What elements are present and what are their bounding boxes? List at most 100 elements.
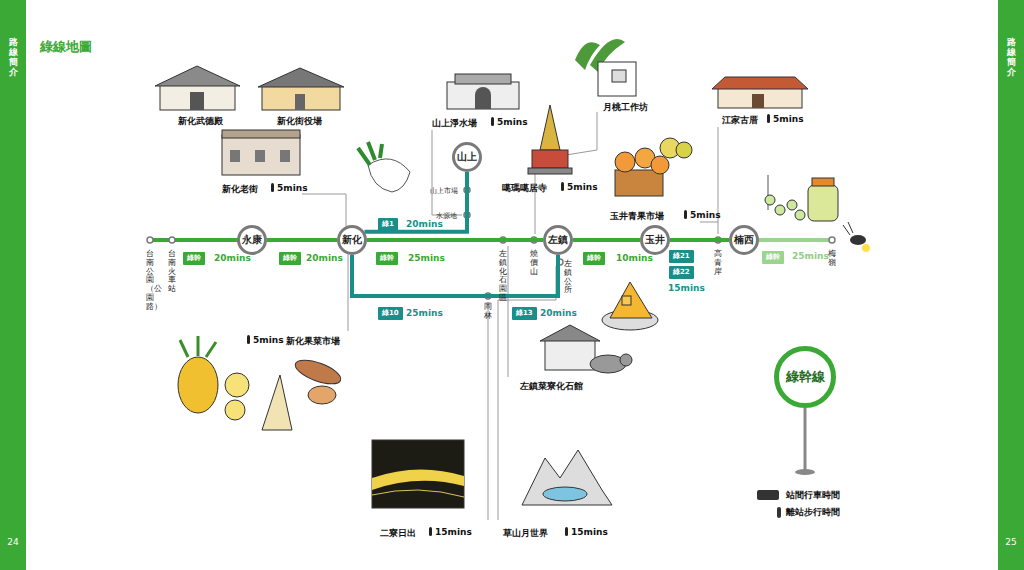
temple [528,105,572,174]
temple [540,105,560,150]
stop-name: 梅嶺 [828,250,836,268]
firefly [843,222,853,235]
fossil-museum [620,354,632,366]
ride-time: 20mins [406,219,443,229]
wude-hall [160,85,235,110]
old-street [222,130,300,138]
leader-line [348,254,349,331]
route-sign: 綠幹線 [774,346,836,408]
walk-sample [777,507,781,518]
plums-jar [787,200,797,210]
route-segment [364,172,467,232]
jiang-house [712,77,808,89]
bus-icon: 綠22 [669,266,694,279]
attraction-name: 新化果菜市場 [286,335,340,348]
jiang-house [718,88,802,108]
attraction-name: 左鎮菜寮化石館 [520,380,583,393]
fossil-museum [540,325,600,341]
station-name: 綠幹線 [786,368,825,386]
plums-jar [765,175,838,221]
bus-sample [757,490,779,500]
water-plant [447,82,519,109]
bus-icon: 綠幹 [279,252,301,265]
attraction-name: 玉井青果市場 [610,210,664,223]
stop-name: 岡林 [484,303,492,321]
fossil-museum [545,340,595,370]
sign-pole [795,469,815,475]
walk-time: 15mins [565,527,608,537]
stop-dot [169,237,175,243]
radish [358,142,382,165]
produce [262,375,292,430]
page-number: 24 [7,537,18,547]
stop-name: 高青岸 [714,250,722,276]
attraction-name: 新化街役場 [277,115,322,128]
old-street [222,130,300,175]
stop-name: 左鎮公所 [564,260,572,295]
temple [532,150,568,168]
street-office [258,68,344,87]
wude-hall [155,66,240,86]
side-tab: 路線簡介 [1007,38,1016,78]
station-circle: 左鎮 [543,225,573,255]
ride-time: 20mins [540,308,577,318]
water-plant [455,74,511,84]
fruit-basket [676,142,692,158]
temple [528,168,572,174]
stop-name: 台南火車站 [168,250,176,294]
walk-time: 5mins [767,114,804,124]
ride-time: 25mins [408,253,445,263]
attraction-name: 草山月世界 [503,527,548,540]
fruit-basket [615,152,635,172]
route-line [755,238,832,242]
stop-name: 山上市場 [430,186,458,196]
walk-time: 15mins [429,527,472,537]
walk-time: 5mins [247,335,284,345]
route-segment [670,238,729,242]
mango-ice [622,296,631,305]
ride-time: 25mins [406,308,443,318]
plums-jar [812,178,834,186]
station-name: 永康 [242,234,262,247]
moon-world [543,487,587,501]
stop-dot [829,237,835,243]
plums-jar [775,205,785,215]
page-number: 25 [1005,537,1016,547]
walk-time: 5mins [271,183,308,193]
station-circle: 永康 [237,225,267,255]
old-street [230,150,240,162]
leader-line [432,130,462,215]
route-segment [573,238,640,242]
water-plant [447,74,519,109]
fruit-basket [651,156,669,174]
shell-ginger [575,39,636,96]
produce [178,336,344,430]
bus-icon: 綠幹 [762,251,784,264]
bus-icon: 綠1 [378,218,398,231]
attraction-name: 山上淨水場 [432,117,477,130]
side-bar [998,0,1024,570]
old-street [255,150,265,162]
route-line [150,238,241,242]
leader-line [488,302,489,520]
shell-ginger [612,70,626,82]
shell-ginger [598,62,636,96]
route-segment [267,238,337,242]
station-name: 新化 [342,234,362,247]
plums-jar [795,210,805,220]
walk-time: 5mins [491,117,528,127]
station-name: 玉井 [645,234,665,247]
produce [225,373,249,397]
ride-time: 10mins [616,253,653,263]
street-office [258,68,344,110]
legend-text: 站間行車時間 [786,489,840,502]
leader-line [302,194,346,226]
firefly [850,235,866,245]
old-street [280,150,290,162]
water-plant [475,87,491,109]
ride-time: 15mins [668,283,705,293]
old-street [222,135,300,175]
bus-icon: 綠幹 [376,252,398,265]
leader-line [508,246,509,377]
moon-world [522,450,612,505]
